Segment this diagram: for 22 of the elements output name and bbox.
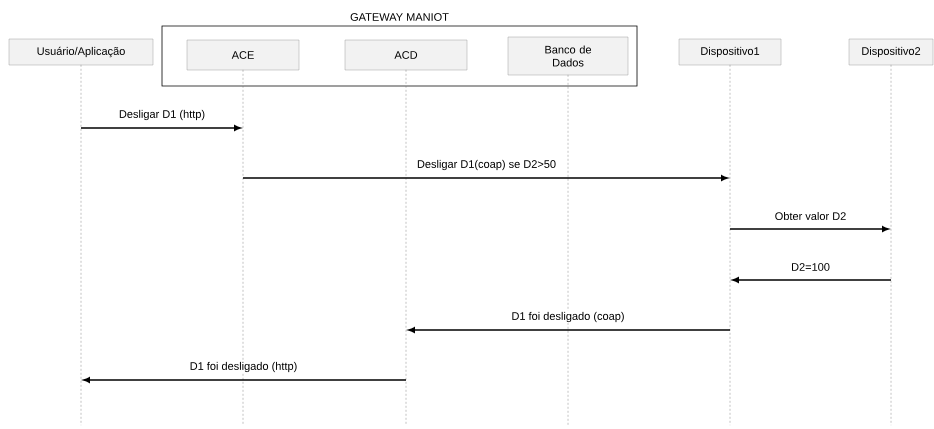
message-label: Desligar D1(coap) se D2>50 [416,158,558,172]
message-label: D1 foi desligado (http) [188,360,298,374]
participant-box: ACE [186,40,300,70]
message-arrow [730,226,889,232]
lifeline [890,64,892,426]
participant-box: Dispositivo2 [848,38,934,66]
participant-box: Banco de Dados [508,36,628,76]
message-label: Desligar D1 (http) [118,108,206,122]
message-label: Obter valor D2 [774,210,848,222]
message-arrow [81,125,241,131]
message-label: D1 foi desligado (coap) [510,310,626,324]
participant-box: Dispositivo1 [678,38,782,66]
message-arrow [243,175,728,181]
message-arrow [408,327,730,333]
message-label: D2=100 [790,262,831,272]
lifeline [80,64,82,426]
message-arrow [83,377,406,383]
participant-box: ACD [344,40,468,70]
group-title: GATEWAY MANIOT [350,13,449,21]
participant-box: Usuário/Aplicação [8,38,154,66]
lifeline [242,70,244,426]
message-arrow [732,277,891,283]
